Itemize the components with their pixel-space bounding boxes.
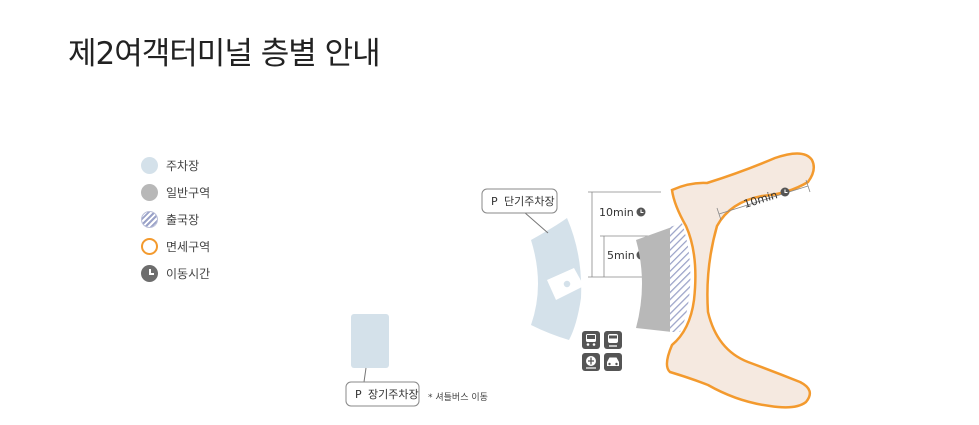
general-area (636, 227, 672, 332)
legend-label: 면세구역 (166, 240, 211, 254)
shuttle-note: * 셔틀버스 이동 (428, 392, 488, 403)
long-term-parking-text: 장기주차장 (368, 388, 419, 401)
long-term-callout-pointer (363, 367, 367, 383)
legend-item-dutyfree: 면세구역 (141, 233, 210, 260)
short-term-parking-label[interactable]: P 단기주차장 (481, 188, 558, 214)
dutyfree-area (665, 152, 816, 409)
legend-label: 주차장 (166, 159, 200, 173)
clock-icon (780, 187, 790, 197)
taxi-icon[interactable] (604, 353, 622, 371)
legend-label: 이동시간 (166, 267, 211, 281)
train-icon[interactable] (604, 331, 622, 349)
legend: 주차장 일반구역 출국장 면세구역 이동시간 (141, 152, 210, 287)
legend-label: 출국장 (166, 213, 200, 227)
short-term-parking-text: 단기주차장 (504, 195, 555, 208)
page-title: 제2여객터미널 층별 안내 (68, 36, 381, 72)
time-label: 10min (599, 206, 634, 219)
general-area-swatch-icon (141, 184, 158, 201)
time-label: 5min (607, 249, 635, 262)
clock-icon (636, 207, 646, 217)
parking-swatch-icon (141, 157, 158, 174)
legend-item-general: 일반구역 (141, 179, 210, 206)
dutyfree-ring-swatch-icon (141, 238, 158, 255)
parking-prefix: P (355, 388, 362, 401)
legend-label: 일반구역 (166, 186, 211, 200)
short-term-callout-pointer (523, 211, 549, 234)
departure-hatch-swatch-icon (141, 211, 158, 228)
legend-item-departure: 출국장 (141, 206, 210, 233)
bus-icon[interactable] (582, 331, 600, 349)
airport-rail-icon[interactable] (582, 353, 600, 371)
time-to-departure-top: 10min (588, 191, 661, 278)
legend-item-parking: 주차장 (141, 152, 210, 179)
long-term-parking-label[interactable]: P 장기주차장 (345, 381, 420, 407)
short-term-parking-area (531, 218, 584, 340)
clock-icon (141, 265, 158, 282)
departure-area (670, 223, 691, 332)
parking-prefix: P (491, 195, 498, 208)
legend-item-time: 이동시간 (141, 260, 210, 287)
transport-icons (582, 331, 622, 371)
long-term-parking-area (351, 314, 389, 368)
